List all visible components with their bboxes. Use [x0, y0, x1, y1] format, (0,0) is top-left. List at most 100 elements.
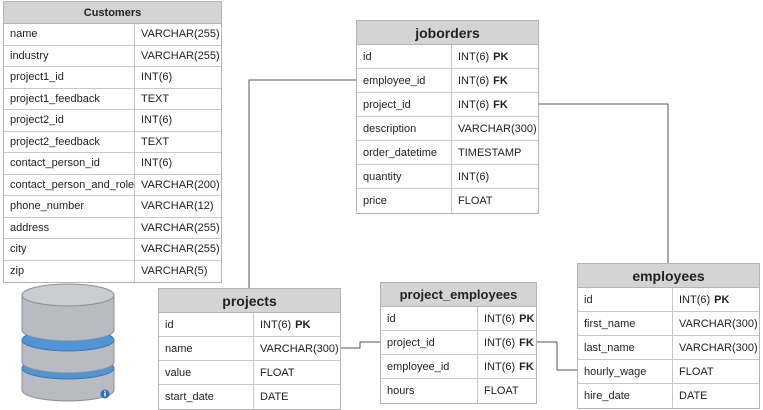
column-type: INT(6): [679, 293, 711, 306]
column-type-cell: INT(6): [135, 67, 172, 88]
column-type: VARCHAR(255): [141, 49, 220, 62]
column-type: VARCHAR(255): [141, 243, 220, 256]
column-type-cell: VARCHAR(255): [135, 46, 220, 67]
table-row: zip VARCHAR(5): [4, 260, 221, 282]
key-badge: PK: [714, 293, 730, 306]
column-type-cell: VARCHAR(300): [673, 312, 758, 335]
column-name: project_id: [381, 331, 478, 354]
column-type-cell: VARCHAR(200): [135, 175, 220, 196]
column-name: first_name: [578, 312, 673, 335]
column-type: VARCHAR(255): [141, 28, 220, 41]
key-badge: FK: [493, 74, 508, 87]
column-name: id: [159, 313, 254, 336]
column-name: name: [159, 337, 254, 360]
column-name: zip: [4, 260, 135, 282]
key-badge: FK: [519, 336, 534, 349]
column-type: INT(6): [141, 114, 173, 127]
column-type: INT(6): [458, 50, 490, 63]
column-name: contact_person_and_role: [4, 174, 135, 195]
table-row: order_datetime TIMESTAMP: [357, 141, 538, 165]
key-badge: PK: [519, 312, 535, 325]
column-type-cell: INT(6)FK: [452, 69, 508, 92]
column-name: quantity: [357, 165, 452, 188]
column-name: hire_date: [578, 384, 673, 408]
table-title: employees: [578, 264, 759, 288]
table-row: price FLOAT: [357, 189, 538, 213]
column-name: employee_id: [357, 69, 452, 92]
connector-projects-joborders: [248, 79, 356, 288]
connector-project-employees-employees: [537, 341, 577, 371]
column-type: TEXT: [141, 92, 170, 105]
column-type: TEXT: [141, 135, 170, 148]
column-name: start_date: [159, 385, 254, 409]
column-type-cell: FLOAT: [478, 379, 519, 403]
column-name: id: [578, 288, 673, 311]
column-name: project2_id: [4, 110, 135, 131]
column-type: INT(6): [458, 98, 490, 111]
column-type-cell: DATE: [673, 384, 708, 408]
column-name: id: [381, 307, 478, 330]
column-name: industry: [4, 45, 135, 66]
info-icon: [100, 389, 110, 399]
column-type-cell: VARCHAR(255): [135, 239, 220, 260]
column-name: address: [4, 217, 135, 238]
column-name: contact_person_id: [4, 153, 135, 174]
connector-joborders-employees: [539, 103, 669, 263]
column-type-cell: INT(6): [135, 153, 172, 174]
column-name: price: [357, 189, 452, 213]
column-type: VARCHAR(5): [141, 265, 208, 278]
table-row: last_name VARCHAR(300): [578, 336, 759, 360]
column-type-cell: VARCHAR(255): [135, 24, 220, 45]
column-name: last_name: [578, 336, 673, 359]
column-type-cell: INT(6): [135, 110, 172, 131]
column-name: order_datetime: [357, 141, 452, 164]
key-badge: PK: [295, 318, 311, 331]
column-type: DATE: [679, 390, 708, 402]
column-name: project1_feedback: [4, 88, 135, 109]
column-type-cell: INT(6)FK: [478, 331, 534, 354]
column-name: project1_id: [4, 67, 135, 88]
column-type: FLOAT: [484, 385, 519, 397]
column-type-cell: VARCHAR(300): [254, 337, 339, 360]
column-type-cell: INT(6)FK: [452, 93, 508, 116]
column-type-cell: FLOAT: [254, 361, 295, 384]
column-name: city: [4, 239, 135, 260]
table-row: city VARCHAR(255): [4, 239, 221, 261]
table-title: Customers: [4, 2, 221, 24]
column-type: FLOAT: [458, 195, 493, 207]
column-type: INT(6): [260, 318, 292, 331]
column-type-cell: TEXT: [135, 132, 169, 153]
column-type-cell: INT(6)PK: [478, 307, 534, 330]
connector-projects-project-employees: [341, 341, 380, 349]
column-type: VARCHAR(12): [141, 200, 214, 213]
column-type: VARCHAR(300): [679, 341, 758, 354]
column-type: TIMESTAMP: [458, 146, 522, 159]
table-row: id INT(6)PK: [159, 313, 340, 337]
column-name: description: [357, 117, 452, 140]
column-type: INT(6): [458, 74, 490, 87]
column-name: value: [159, 361, 254, 384]
database-cylinder: [21, 283, 115, 402]
key-badge: FK: [519, 360, 534, 373]
table-row: id INT(6)PK: [578, 288, 759, 312]
column-type: VARCHAR(300): [260, 342, 339, 355]
